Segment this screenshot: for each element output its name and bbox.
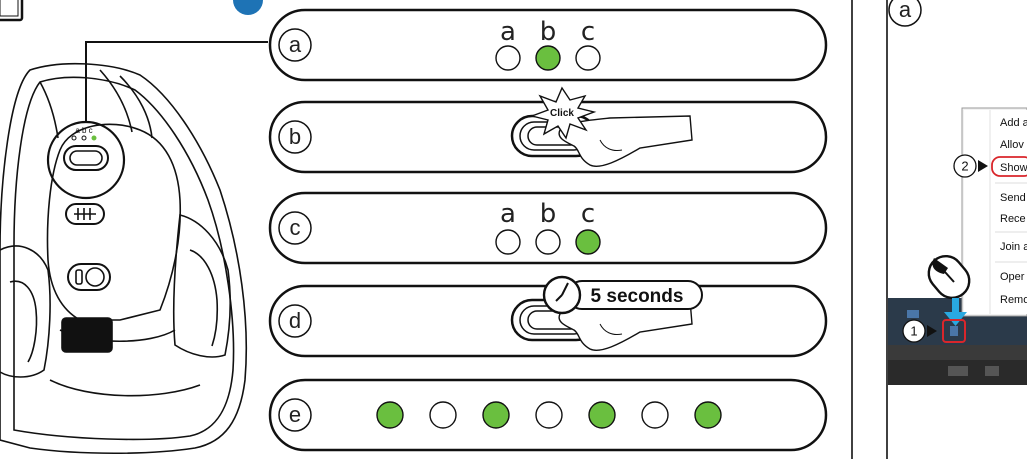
right-step-a: a <box>888 0 922 27</box>
step-number-badge <box>233 0 263 15</box>
indicator-dot-off <box>495 45 521 71</box>
tray-app-icon[interactable] <box>950 326 958 336</box>
indicator-letter: b <box>540 17 557 47</box>
tablet-icon <box>0 0 24 22</box>
mouse-click-icon <box>927 254 971 300</box>
step-label: a <box>899 0 912 22</box>
pointer-arrow-icon <box>978 160 988 172</box>
indicator-dot-on <box>588 401 616 429</box>
indicator-dot-on <box>376 401 404 429</box>
menu-item-selected[interactable]: Show <box>1000 162 1027 174</box>
indicator-letter: c <box>581 199 595 229</box>
step-label: e <box>289 402 301 427</box>
callout-number: 2 <box>961 158 968 173</box>
finger-icon <box>558 115 693 167</box>
indicator-dot-off <box>641 401 669 429</box>
menu-item[interactable]: Send <box>1000 192 1026 204</box>
menu-item[interactable]: Join a <box>1000 241 1027 253</box>
step-label: a <box>289 32 302 57</box>
step-label: b <box>289 124 301 149</box>
step-a-panel: a a b c <box>268 8 828 82</box>
callout-1: 1 <box>902 319 937 343</box>
indicator-dot-off <box>535 229 561 255</box>
step-b-panel: b Click <box>268 86 828 174</box>
pointer-arrow-icon <box>927 325 937 337</box>
indicator-letter: c <box>581 17 595 47</box>
callout-2: 2 <box>953 154 988 178</box>
mouse-led-dots <box>71 135 97 141</box>
menu-item[interactable]: Remo <box>1000 294 1027 306</box>
step-e-panel: e <box>268 378 828 452</box>
menu-item[interactable]: Oper <box>1000 271 1025 283</box>
indicator-letter: a <box>500 17 516 47</box>
indicator-dot-on <box>694 401 722 429</box>
menu-item[interactable]: Add a <box>1000 117 1027 129</box>
indicator-dot-off <box>575 45 601 71</box>
indicator-letter: b <box>540 199 557 229</box>
menu-item-highlight <box>991 156 1027 177</box>
step-label: d <box>289 308 301 333</box>
mouse-led-labels: a b c <box>75 126 92 135</box>
tray-icon-highlight <box>942 319 966 343</box>
indicator-dot-off <box>495 229 521 255</box>
indicator-dot-on <box>575 229 601 255</box>
click-label: Click <box>550 108 574 119</box>
indicator-dot-on <box>535 45 561 71</box>
indicator-dot-off <box>429 401 457 429</box>
step-d-panel: d 5 seconds <box>268 275 828 358</box>
indicator-dot-off <box>535 401 563 429</box>
menu-item[interactable]: Rece <box>1000 213 1026 225</box>
context-menu: Add a Allov Show Send Rece Join a Oper R… <box>961 107 1027 317</box>
step-c-panel: c a b c <box>268 191 828 265</box>
menu-item[interactable]: Allov <box>1000 139 1024 151</box>
mouse-illustration <box>0 62 248 455</box>
click-burst-icon <box>529 86 597 140</box>
hold-duration-label: 5 seconds <box>591 286 684 307</box>
callout-number: 1 <box>910 323 917 338</box>
step-label: c <box>290 215 301 240</box>
indicator-dot-on <box>482 401 510 429</box>
indicator-letter: a <box>500 199 516 229</box>
leader-line <box>85 41 268 122</box>
